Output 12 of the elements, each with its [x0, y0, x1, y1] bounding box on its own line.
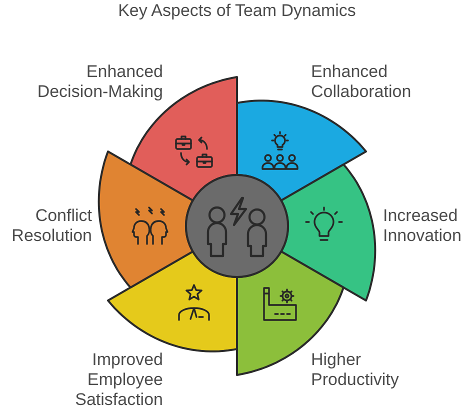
pie-sector [280, 164, 376, 302]
sector-label: Higher Productivity [311, 350, 400, 390]
pie-sector [236, 100, 367, 202]
sector-label: Enhanced Collaboration [311, 62, 412, 102]
diagram-title: Key Aspects of Team Dynamics [117, 1, 357, 21]
sector-label: Enhanced Decision-Making [36, 62, 163, 102]
pie-sector [107, 250, 238, 352]
hub-circle [185, 174, 289, 278]
pie-sector [98, 150, 194, 288]
sector-label: Increased Innovation [383, 206, 462, 246]
sector-label: Conflict Resolution [10, 206, 92, 246]
sector-label: Improved Employee Satisfaction [74, 350, 163, 410]
